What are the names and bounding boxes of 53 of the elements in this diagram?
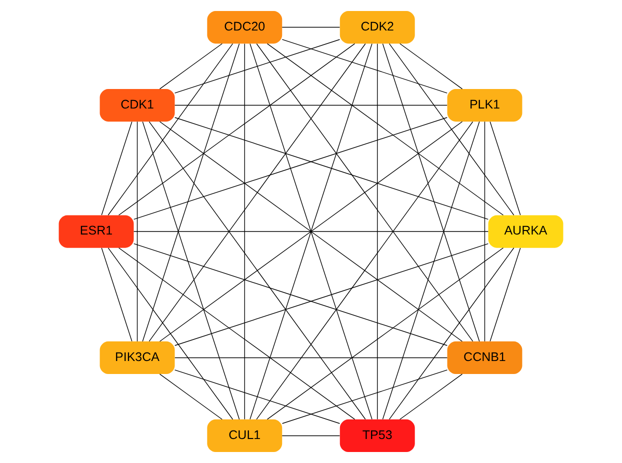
connector [136,121,138,342]
connector [400,43,463,90]
connector [377,43,378,420]
connector [174,39,340,94]
connector [148,43,366,342]
connector [159,121,463,342]
connector [382,43,480,342]
connector [388,248,514,420]
connector [159,374,222,420]
connector [244,43,245,420]
connector [142,43,240,342]
connector [108,43,234,216]
connector [108,248,234,420]
connector [148,121,366,420]
node-box: CDK1 [100,88,175,122]
connector [142,121,240,420]
connector [134,117,448,220]
connector [388,43,514,216]
connector [400,374,463,420]
node-box: CUL1 [207,419,282,452]
connector [256,121,474,420]
connector [484,121,486,342]
connector [490,121,521,216]
connector [118,248,356,420]
node-box: PLK1 [447,88,522,122]
node-box: AURKA [488,215,564,248]
connector [174,357,448,358]
connector [266,248,504,420]
node-box: CDK2 [340,10,415,44]
connector [282,435,340,436]
connector [174,117,488,220]
connector [266,43,504,216]
connector [159,43,222,90]
node-box: CDC20 [207,10,282,44]
node-box: PIK3CA [100,341,175,374]
connector [282,370,448,424]
connector [134,243,448,346]
connector [133,231,489,232]
connector [382,121,480,420]
connector [118,43,356,216]
connector [282,26,340,28]
connector [282,39,448,94]
node-box: TP53 [340,419,415,452]
node-box: CCNB1 [447,341,522,374]
connector [490,248,521,342]
connector [101,248,132,342]
connector [250,43,372,420]
connector [174,370,340,424]
node-box: ESR1 [58,215,134,248]
connector [101,121,132,216]
connector [174,104,448,106]
connector [256,43,474,342]
connector [174,243,488,346]
